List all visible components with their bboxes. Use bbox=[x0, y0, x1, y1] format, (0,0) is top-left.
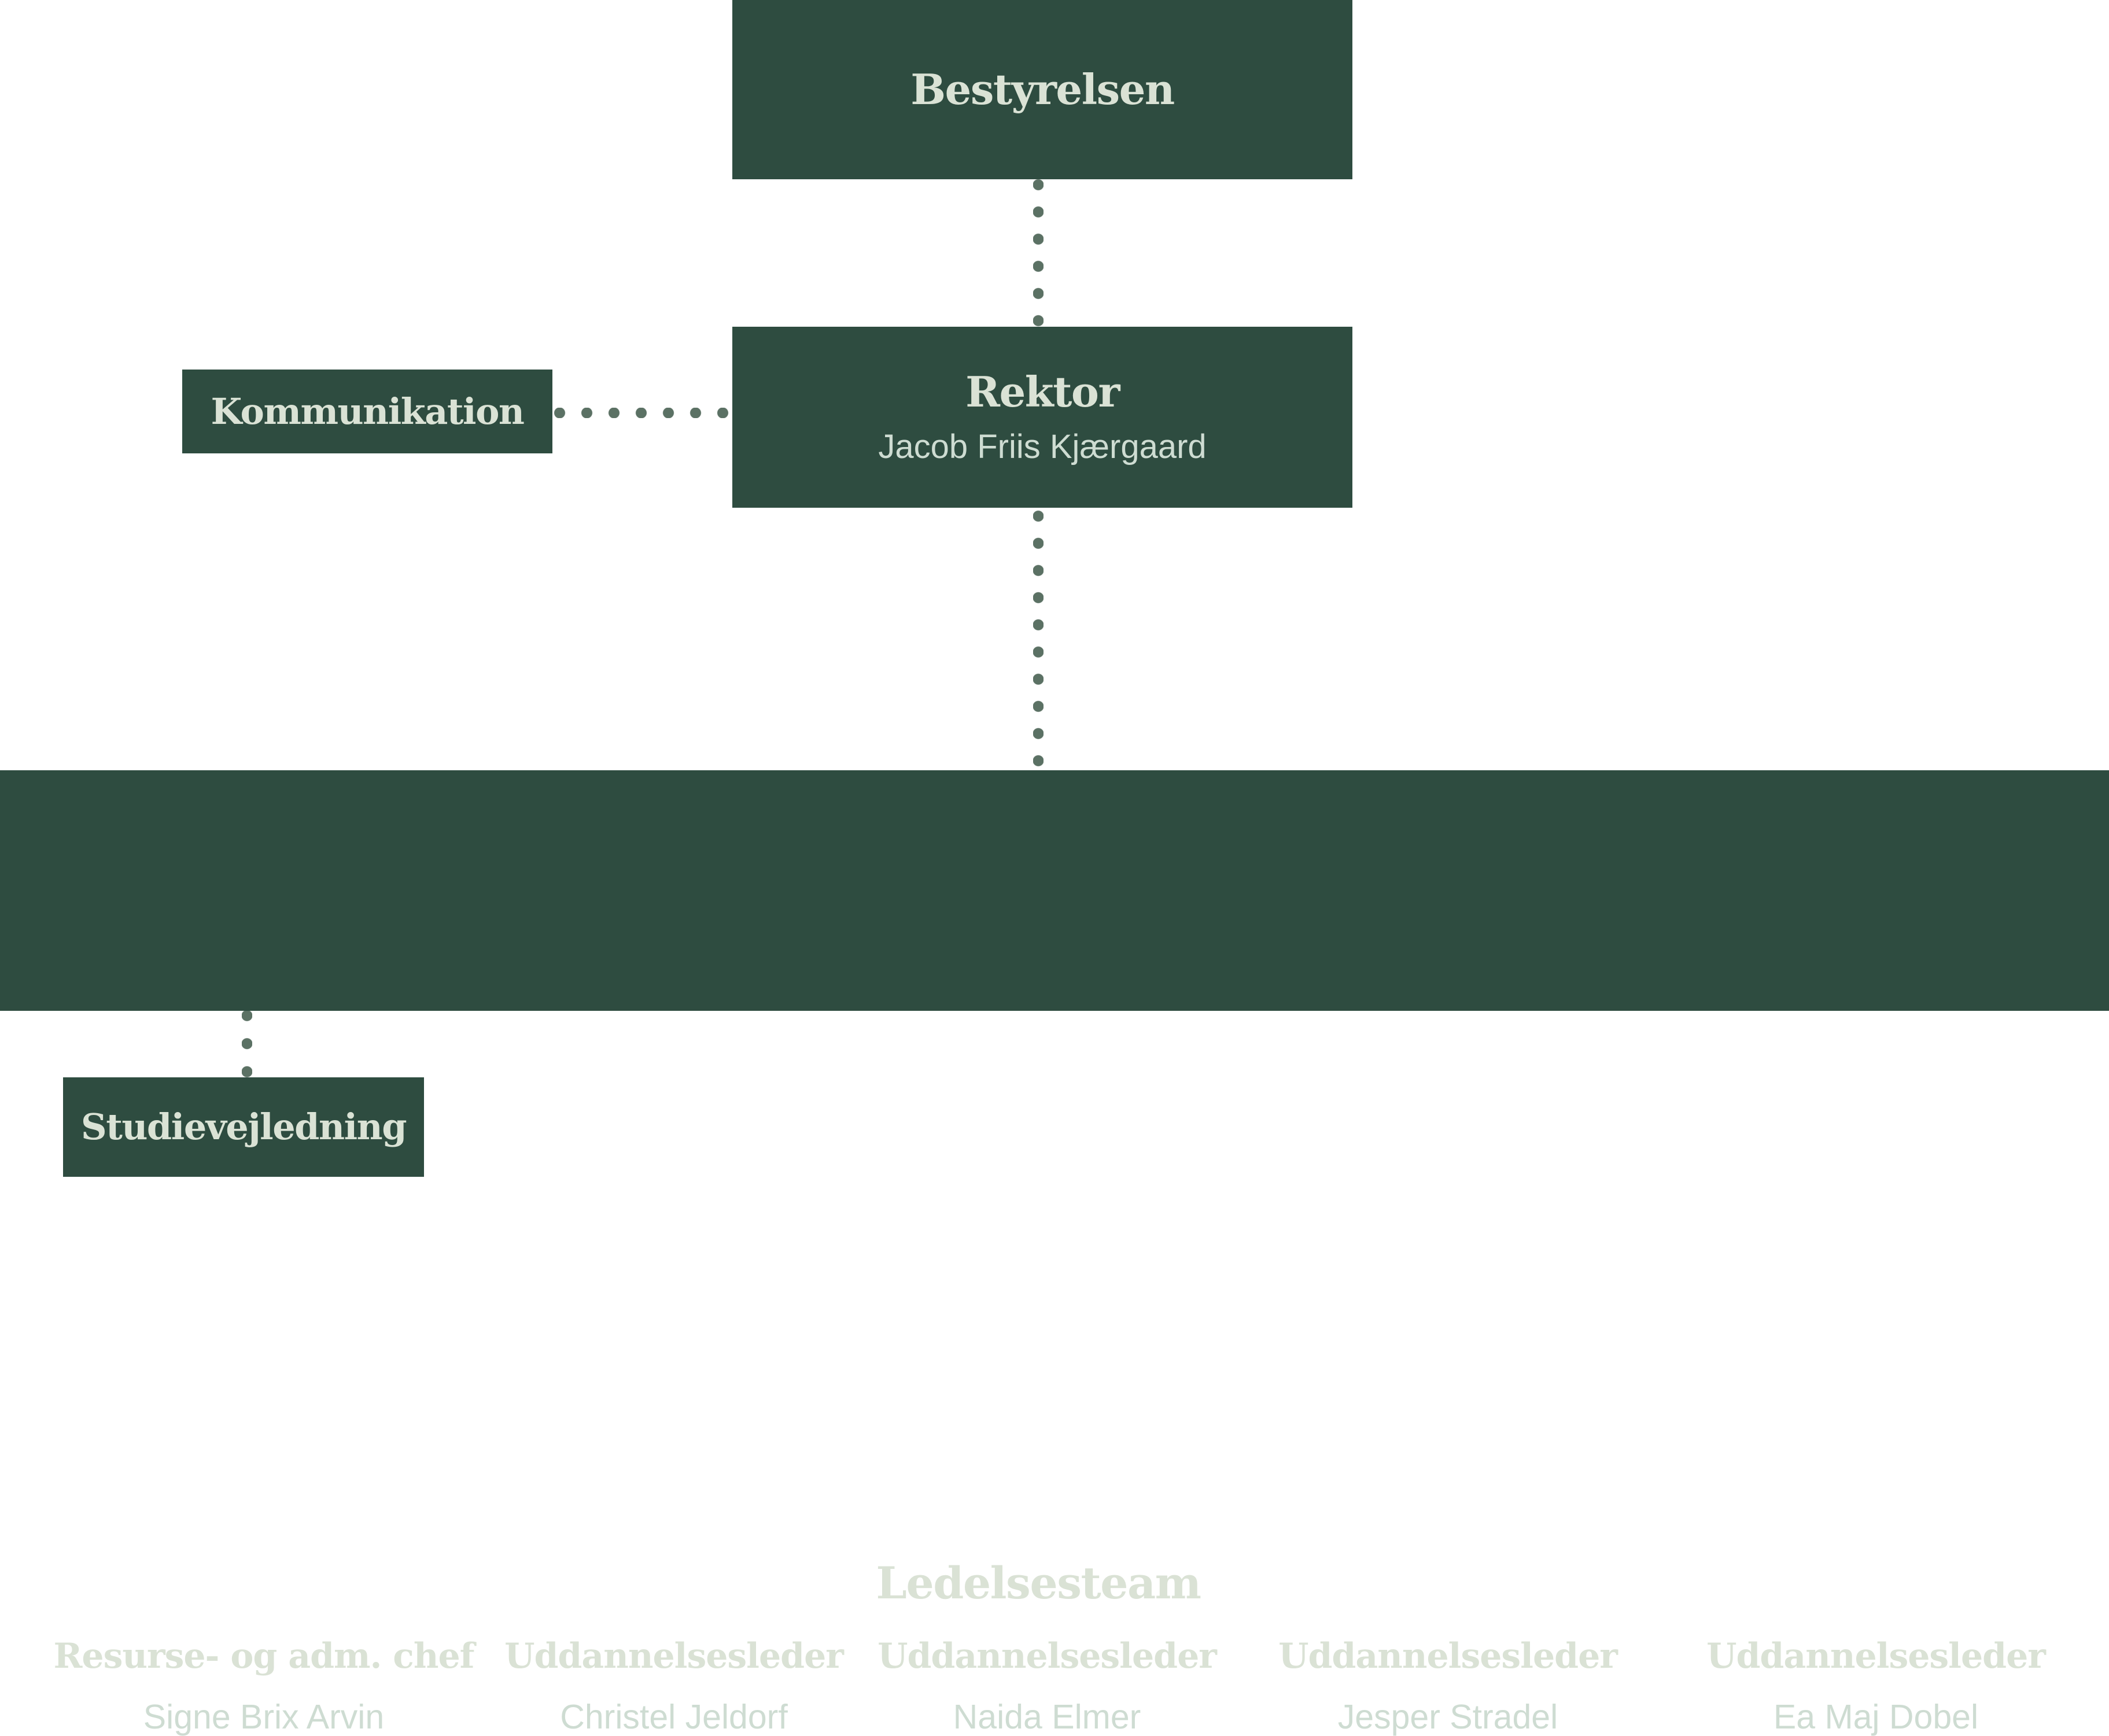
ledelsesteam-band: Ledelsesteam Resurse- og adm. chef Signe… bbox=[0, 770, 2109, 1734]
member-name: Jesper Stradel bbox=[1337, 1698, 1558, 1736]
connector-ledelsesteam-studievejledning bbox=[242, 1011, 252, 1077]
member-column-uddannelsesleder-1: Uddannelsesleder Christel Jeldorf bbox=[504, 1636, 844, 1736]
member-name: Signe Brix Arvin bbox=[143, 1698, 385, 1736]
rektor-name: Jacob Friis Kjærgaard bbox=[878, 427, 1207, 466]
bestyrelsen-box: Bestyrelsen bbox=[732, 0, 1352, 179]
member-column-uddannelsesleder-2: Uddannelsesleder Naida Elmer bbox=[877, 1636, 1217, 1736]
member-role: Resurse- og adm. chef bbox=[53, 1636, 475, 1676]
bestyrelsen-title: Bestyrelsen bbox=[910, 65, 1175, 114]
member-name: Naida Elmer bbox=[953, 1698, 1141, 1736]
connector-rektor-ledelsesteam bbox=[1033, 508, 1044, 770]
connector-bestyrelsen-rektor bbox=[1033, 179, 1044, 327]
member-column-uddannelsesleder-4: Uddannelsesleder Ea Maj Dobel bbox=[1706, 1636, 2046, 1736]
member-column-resurse-chef: Resurse- og adm. chef Signe Brix Arvin bbox=[53, 1636, 475, 1736]
member-name: Ea Maj Dobel bbox=[1773, 1698, 1979, 1736]
connector-kommunikation-rektor bbox=[552, 408, 733, 418]
rektor-title: Rektor bbox=[965, 367, 1120, 416]
member-role: Uddannelsesleder bbox=[504, 1636, 844, 1676]
member-role: Uddannelsesleder bbox=[1706, 1636, 2046, 1676]
ledelsesteam-title: Ledelsesteam bbox=[876, 1557, 1201, 1609]
member-role: Uddannelsesleder bbox=[877, 1636, 1217, 1676]
kommunikation-title: Kommunikation bbox=[211, 390, 525, 433]
rektor-box: Rektor Jacob Friis Kjærgaard bbox=[732, 327, 1352, 508]
member-role: Uddannelsesleder bbox=[1278, 1636, 1618, 1676]
studievejledning-box: Studievejledning bbox=[63, 1077, 424, 1177]
member-name: Christel Jeldorf bbox=[560, 1698, 788, 1736]
studievejledning-title: Studievejledning bbox=[80, 1106, 407, 1148]
kommunikation-box: Kommunikation bbox=[182, 370, 552, 453]
member-column-uddannelsesleder-3: Uddannelsesleder Jesper Stradel bbox=[1278, 1636, 1618, 1736]
